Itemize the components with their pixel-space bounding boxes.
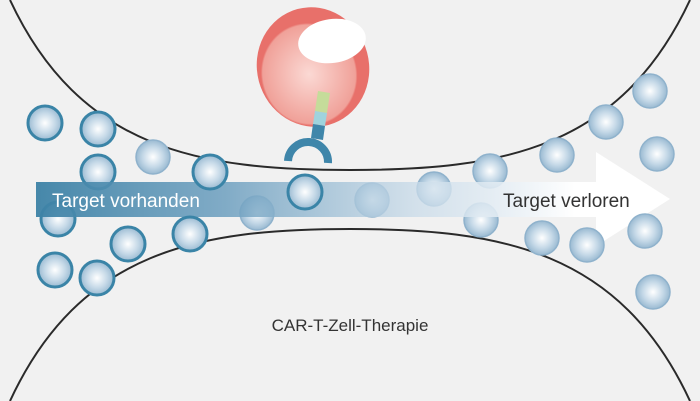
antigen-target-lost <box>632 73 668 109</box>
antigen-with-target <box>26 104 64 142</box>
antigen-target-lost <box>639 136 675 172</box>
caption-car-t-therapy: CAR-T-Zell-Therapie <box>272 316 429 335</box>
car-t-cell-highlight <box>298 18 366 64</box>
label-target-present: Target vorhanden <box>52 191 200 212</box>
receptor-segment-mid <box>313 111 327 126</box>
car-receptor <box>284 91 332 164</box>
antigen-with-target <box>78 259 116 297</box>
antigen-target-lost <box>588 104 624 140</box>
receptor-binding-arc <box>284 137 332 164</box>
antigen-with-target <box>191 153 229 191</box>
car-t-cell <box>256 7 370 164</box>
antigen-with-target <box>79 110 117 148</box>
antigen-group-over-arrow <box>26 73 675 310</box>
antigen-target-lost <box>539 137 575 173</box>
antigen-target-lost <box>569 227 605 263</box>
antigen-target-lost <box>135 139 171 175</box>
antigen-target-lost <box>627 213 663 249</box>
receptor-segment-top <box>315 91 330 113</box>
car-t-cell-body <box>256 7 370 127</box>
antigen-with-target <box>36 251 74 289</box>
direction-arrow <box>36 152 670 246</box>
antigen-with-target <box>109 225 147 263</box>
label-target-lost: Target verloren <box>503 191 630 212</box>
antigen-target-lost <box>524 220 560 256</box>
antigen-target-lost <box>635 274 671 310</box>
antigen-with-target <box>171 215 209 253</box>
receptor-stem <box>311 124 325 140</box>
antigen-with-target <box>286 173 324 211</box>
